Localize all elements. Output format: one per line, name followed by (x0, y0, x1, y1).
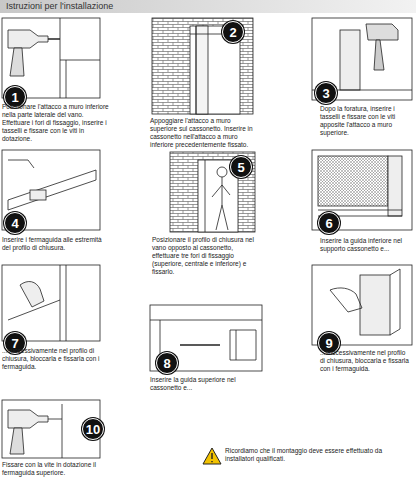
step-number: 10 (82, 418, 104, 440)
step-number-text: 5 (237, 161, 244, 174)
step-number: 6 (318, 212, 340, 234)
step-number-text: 8 (163, 357, 170, 370)
step-number-text: 1 (11, 91, 18, 104)
page-title: Istruzioni per l'installazione (6, 1, 113, 12)
step-caption: Inserire i fermaguida alle estremità del… (2, 236, 106, 252)
step-caption: ...successivamente nel profilo di chiusu… (320, 349, 412, 373)
step-number-text: 2 (229, 26, 236, 39)
step-number: 3 (315, 82, 337, 104)
step-number-text: 6 (325, 217, 332, 230)
step-caption: Posizionare il profilo di chiusura nel v… (152, 236, 262, 276)
step-caption: Appoggiare l'attacco a muro superiore su… (150, 117, 256, 149)
step-number-text: 4 (11, 217, 18, 230)
step-caption: Posizionare l'attacco a muro inferiore n… (2, 103, 112, 143)
warning-icon (203, 448, 221, 464)
panels (2, 18, 412, 458)
step-caption: Dopo la foratura, inserire i tasselli e … (320, 105, 412, 137)
step-number: 2 (222, 21, 244, 43)
step-number: 5 (230, 156, 252, 178)
step-number-text: 3 (322, 87, 329, 100)
step-caption: Fissare con la vite in dotazione il ferm… (2, 461, 110, 477)
step-caption: ...successivamente nel profilo di chiusu… (2, 347, 106, 371)
step-number: 8 (156, 352, 178, 374)
warning-note: Ricordiamo che il montaggio deve essere … (225, 447, 405, 463)
step-caption: Inserire la guida superiore nel cassonet… (150, 376, 258, 392)
step-number: 4 (4, 212, 26, 234)
step-number-text: 10 (86, 423, 100, 436)
header-bar (0, 0, 416, 13)
step-caption: Inserire la guida inferiore nel supporto… (320, 237, 412, 253)
step-number-text: 9 (325, 337, 332, 350)
